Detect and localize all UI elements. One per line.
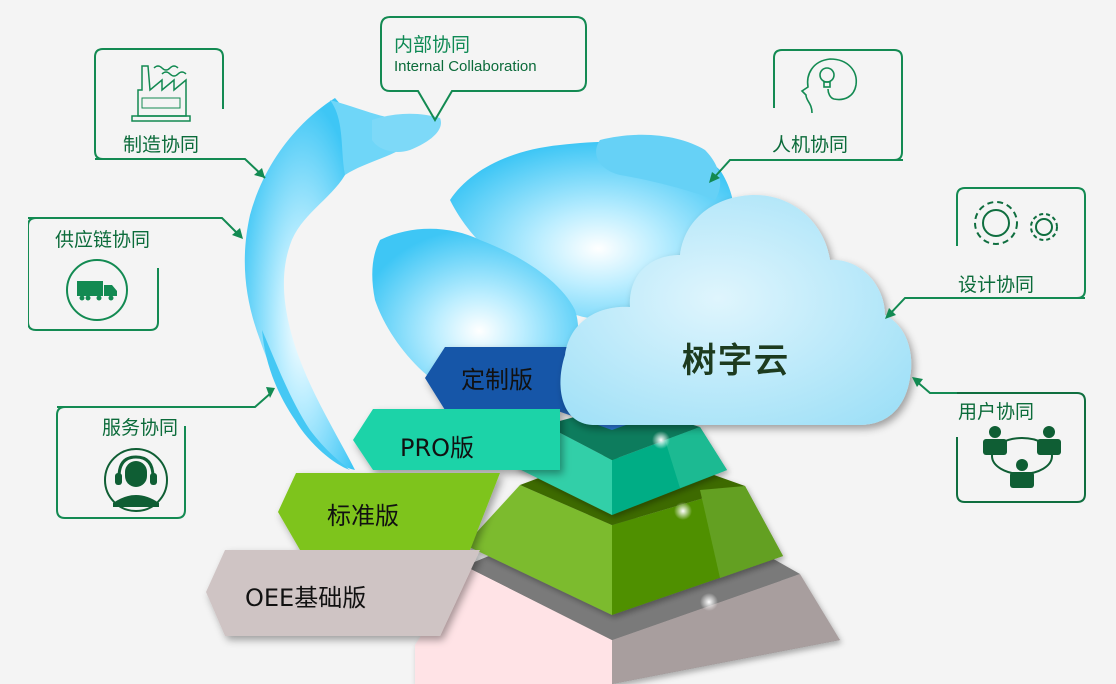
callout-manufacturing-title: 制造协同 bbox=[123, 134, 200, 156]
callout-internal-title: 内部协同 bbox=[394, 34, 471, 56]
callout-design-frame bbox=[956, 187, 1086, 299]
callout-manufacturing-frame bbox=[94, 48, 224, 160]
callout-user-frame bbox=[956, 392, 1086, 503]
callout-design-title: 设计协同 bbox=[958, 274, 1035, 296]
cloud-shape bbox=[560, 195, 912, 425]
callout-human-machine-frame bbox=[773, 49, 903, 161]
tier-ribbon-oee bbox=[206, 550, 480, 636]
callout-internal-frame bbox=[380, 16, 587, 122]
tier-label-standard: 标准版 bbox=[327, 502, 399, 530]
tier-ribbon-pro bbox=[353, 409, 560, 470]
head-lightbulb-icon bbox=[800, 58, 857, 114]
factory-icon bbox=[131, 65, 191, 122]
callout-supply-chain-frame bbox=[28, 218, 159, 331]
callout-internal-subtitle: Internal Collaboration bbox=[394, 58, 537, 75]
tier-label-pro: PRO版 bbox=[400, 434, 475, 462]
callout-service-frame bbox=[56, 406, 186, 519]
tier-label-custom: 定制版 bbox=[461, 366, 533, 394]
truck-icon bbox=[66, 259, 128, 321]
callout-user-title: 用户协同 bbox=[958, 401, 1035, 423]
callout-service-title: 服务协同 bbox=[102, 417, 179, 439]
headset-agent-icon bbox=[104, 448, 168, 512]
tier-ribbon-standard bbox=[278, 473, 500, 550]
cloud-title: 树字云 bbox=[682, 341, 790, 381]
callout-supply-chain-title: 供应链协同 bbox=[55, 229, 151, 251]
users-network-icon bbox=[983, 426, 1061, 488]
connector-lines bbox=[28, 158, 1085, 408]
gears-icon bbox=[974, 201, 1058, 245]
callout-human-machine-title: 人机协同 bbox=[772, 134, 849, 156]
tier-label-oee: OEE基础版 bbox=[245, 584, 367, 612]
